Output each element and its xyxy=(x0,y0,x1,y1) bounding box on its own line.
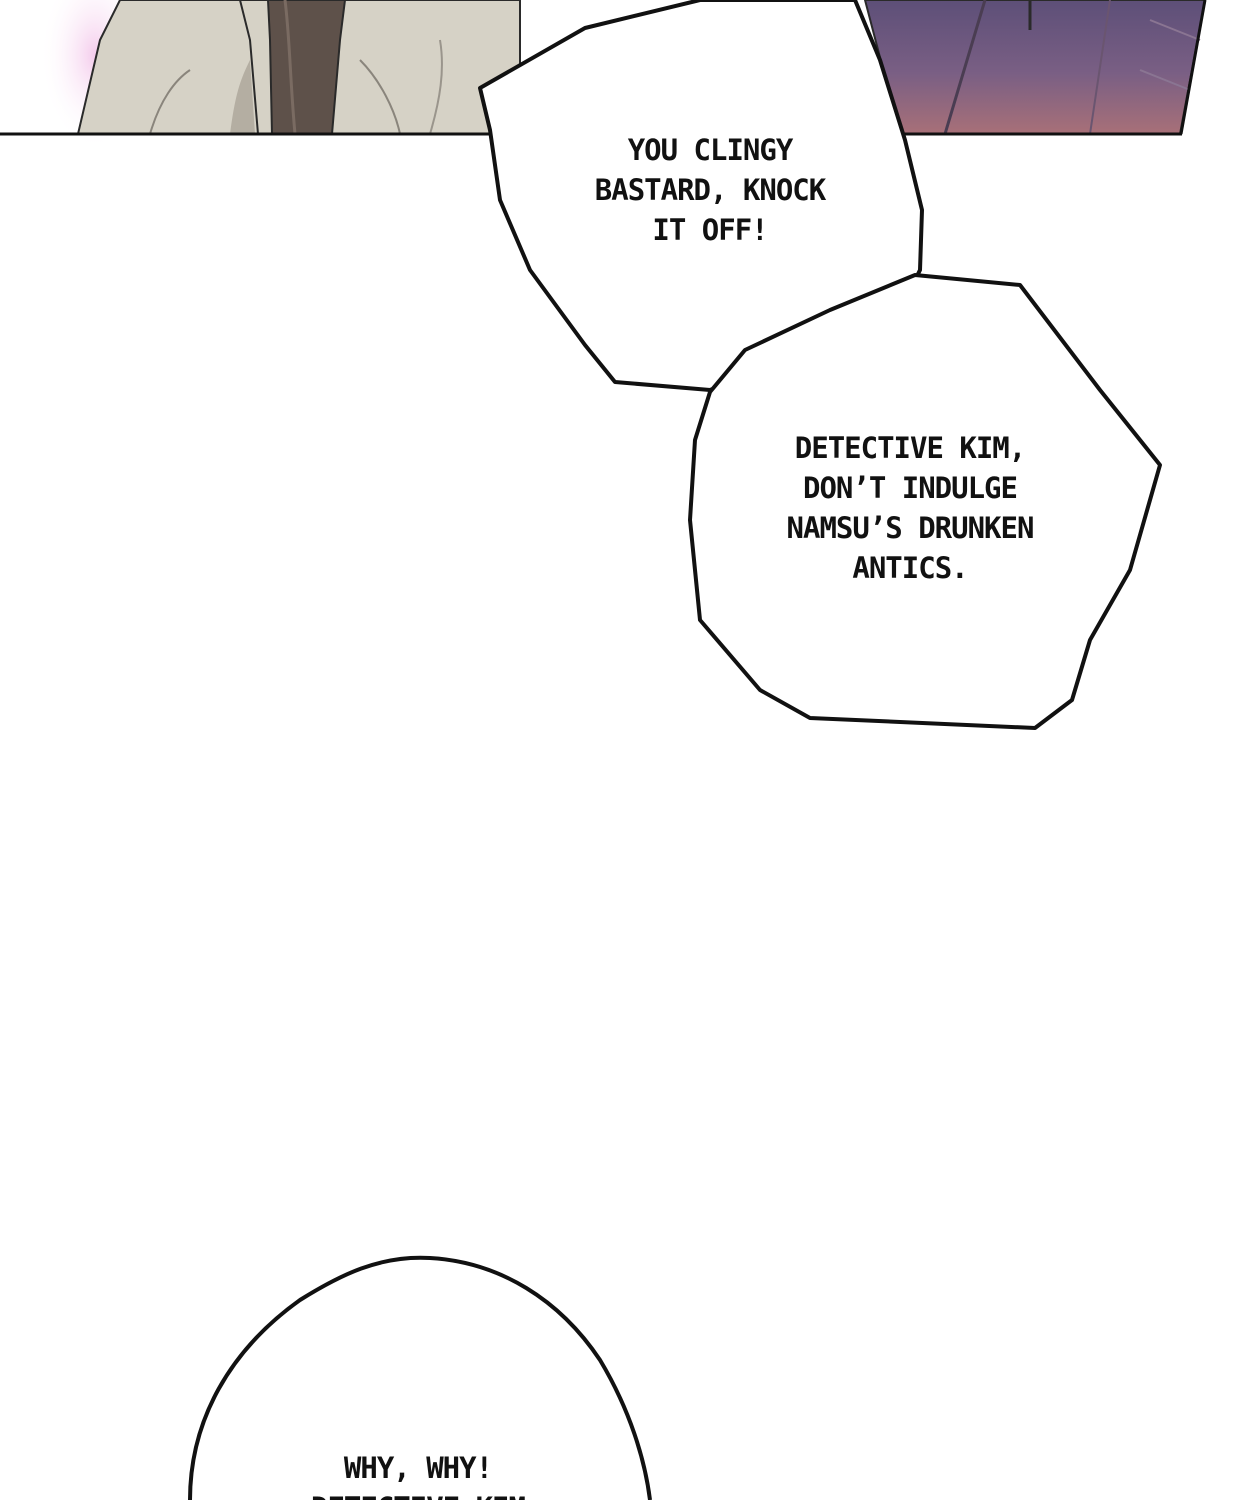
coat-fold xyxy=(149,69,191,135)
tie xyxy=(266,0,347,135)
bubble-line: DETECTIVE KIM, xyxy=(794,431,1026,465)
coat-fold xyxy=(230,60,255,134)
bubble-line: NAMSU’S DRUNKEN xyxy=(786,511,1035,545)
bubble-1-text: YOU CLINGY BASTARD, KNOCK IT OFF! xyxy=(560,130,860,250)
bubble-line: DON’T INDULGE xyxy=(803,471,1018,505)
panel-border xyxy=(1179,0,1207,135)
coat-fold xyxy=(429,39,443,135)
bubble-3-text: WHY, WHY! DETECTIVE KIM xyxy=(268,1448,568,1500)
bubble-line: ANTICS. xyxy=(852,551,968,585)
background-line xyxy=(1089,0,1111,135)
bubble-line: WHY, WHY! xyxy=(343,1451,493,1485)
coat-fold xyxy=(359,59,401,135)
background-line xyxy=(943,0,987,135)
speech-bubble-2 xyxy=(688,273,1162,730)
bubble-line: YOU CLINGY xyxy=(627,133,794,167)
speech-bubble-3 xyxy=(188,1255,652,1500)
bubble-2-text: DETECTIVE KIM, DON’T INDULGE NAMSU’S DRU… xyxy=(760,428,1060,588)
bubble-line: BASTARD, KNOCK xyxy=(594,173,826,207)
top-panel xyxy=(0,0,1207,150)
coat-lapel xyxy=(239,0,259,135)
tie-highlight xyxy=(283,0,297,135)
bubble-line: DETECTIVE KIM xyxy=(268,1488,568,1500)
background-scene xyxy=(863,0,1207,135)
background-line xyxy=(1149,19,1201,41)
background-line xyxy=(1139,69,1191,91)
bubble-line: IT OFF! xyxy=(652,213,768,247)
